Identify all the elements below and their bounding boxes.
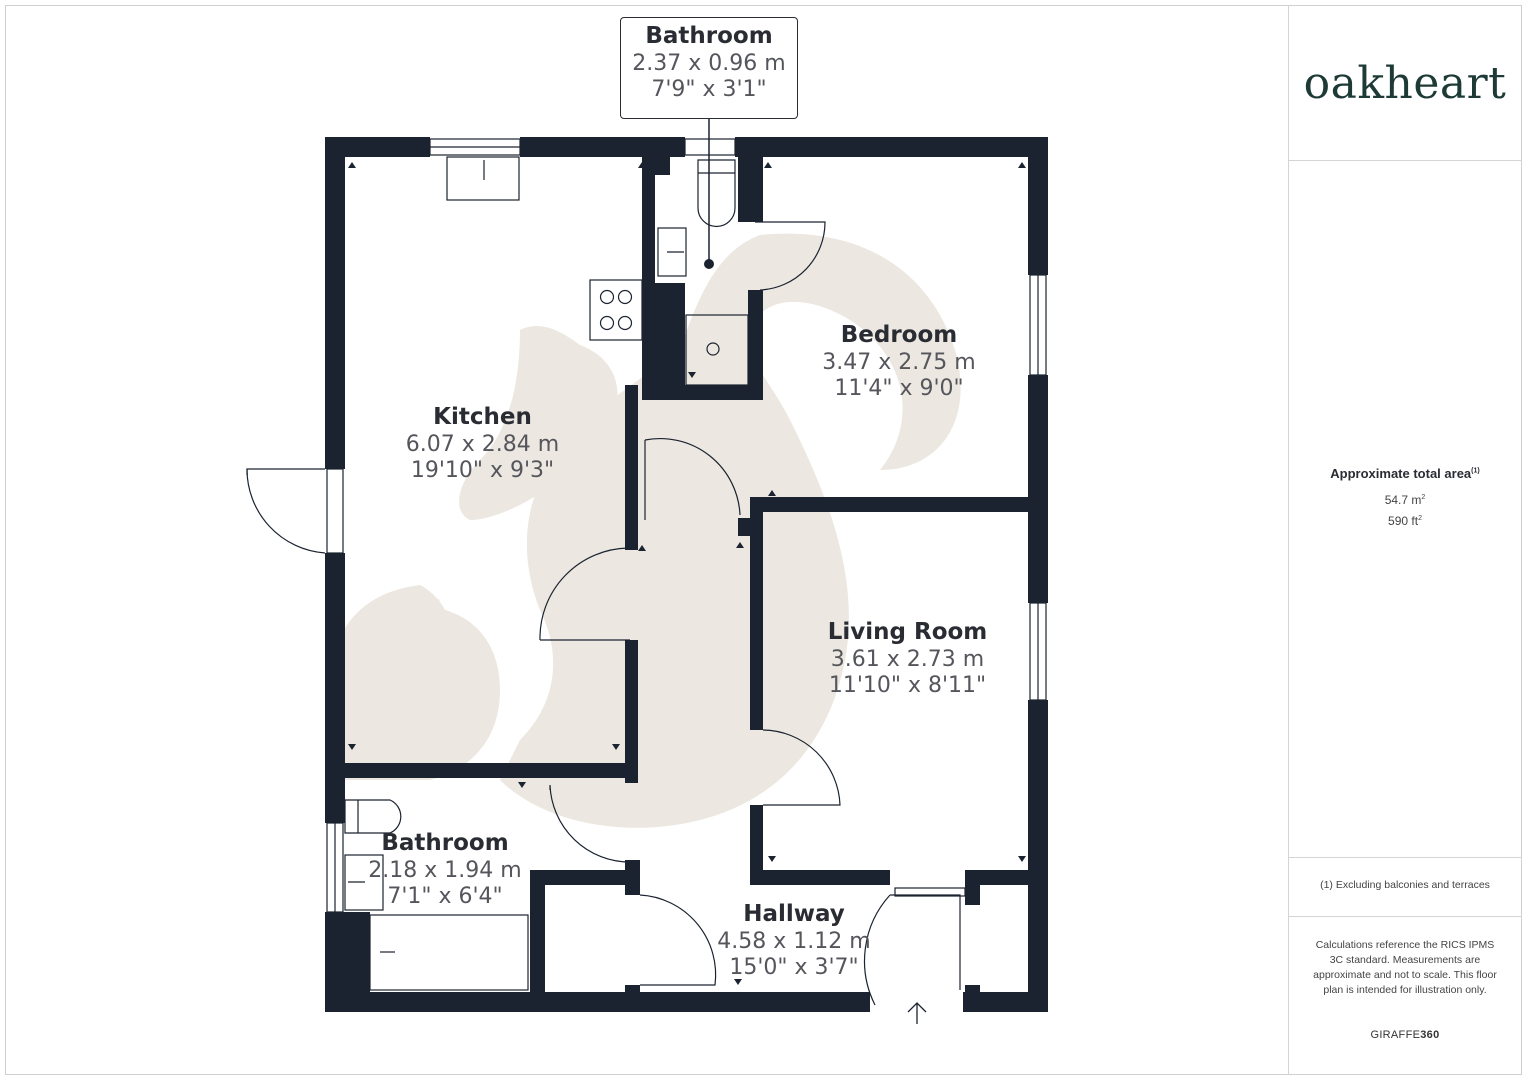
room-metric: 3.47 x 2.75 m [822,349,976,375]
room-metric: 4.58 x 1.12 m [717,928,871,954]
area-metric-value: 54.7 m [1384,493,1422,507]
room-name: Bathroom [645,23,773,49]
windows [326,138,1047,913]
area-note-marker: (1) [1471,467,1480,475]
bathroom-top-label-box [620,17,798,119]
living-room-label: Living Room 3.61 x 2.73 m 11'10" x 8'11" [775,619,1040,699]
squirrel-watermark-icon [330,233,961,828]
area-imperial: 590 ft2 [1290,514,1520,528]
room-imperial: 11'10" x 8'11" [828,672,987,698]
fixtures [344,156,749,991]
brand-prefix: GIRAFFE [1370,1029,1421,1041]
sidebar-rule-top [1289,160,1522,161]
area-metric-unit-sup: 2 [1421,494,1426,501]
room-metric: 2.37 x 0.96 m [632,50,786,76]
room-imperial: 19'10" x 9'3" [410,457,555,483]
walls [325,137,1048,1012]
hallway-label: Hallway 4.58 x 1.12 m 15'0" x 3'7" [680,901,908,981]
kitchen-label: Kitchen 6.07 x 2.84 m 19'10" x 9'3" [360,404,605,484]
disclaimer-text: Calculations reference the RICS IPMS 3C … [1313,939,1497,996]
room-name: Living Room [827,619,988,645]
room-imperial: 11'4" x 9'0" [834,375,964,401]
area-title: Approximate total area(1) [1290,466,1520,481]
room-metric: 2.18 x 1.94 m [368,857,522,883]
sidebar-rule-bottom [1289,916,1522,917]
bedroom-label: Bedroom 3.47 x 2.75 m 11'4" x 9'0" [780,322,1018,402]
sidebar-divider [1288,5,1289,1075]
room-name: Hallway [743,901,845,927]
room-imperial: 7'9" x 3'1" [651,76,767,102]
doors [246,221,966,1006]
room-imperial: 7'1" x 6'4" [387,883,503,909]
bathroom-label-pin-icon [704,259,714,269]
room-name: Kitchen [433,404,532,430]
oakheart-logo: oakheart [1303,58,1507,109]
area-title-text: Approximate total area [1330,466,1472,481]
brand-suffix: 360 [1420,1029,1440,1041]
entrance-arrow-icon [907,1002,927,1024]
bathroom-top-label: Bathroom 2.37 x 0.96 m 7'9" x 3'1" [620,23,798,103]
area-metric: 54.7 m2 [1290,493,1520,507]
room-name: Bedroom [840,322,958,348]
page-frame [5,5,1522,1075]
area-imperial-value: 590 ft [1388,514,1419,528]
giraffe360-brand: GIRAFFE360 [1290,1029,1520,1041]
bathroom-bottom-label: Bathroom 2.18 x 1.94 m 7'1" x 6'4" [340,830,550,910]
sidebar-rule-middle [1289,857,1522,858]
room-metric: 3.61 x 2.73 m [830,646,985,672]
measure-markers [348,162,1026,985]
area-footnote: (1) Excluding balconies and terraces [1320,879,1490,891]
floor-plan [246,119,1048,1024]
area-imperial-unit-sup: 2 [1418,515,1422,522]
room-metric: 6.07 x 2.84 m [405,431,560,457]
room-imperial: 15'0" x 3'7" [729,954,859,980]
room-name: Bathroom [381,830,509,856]
